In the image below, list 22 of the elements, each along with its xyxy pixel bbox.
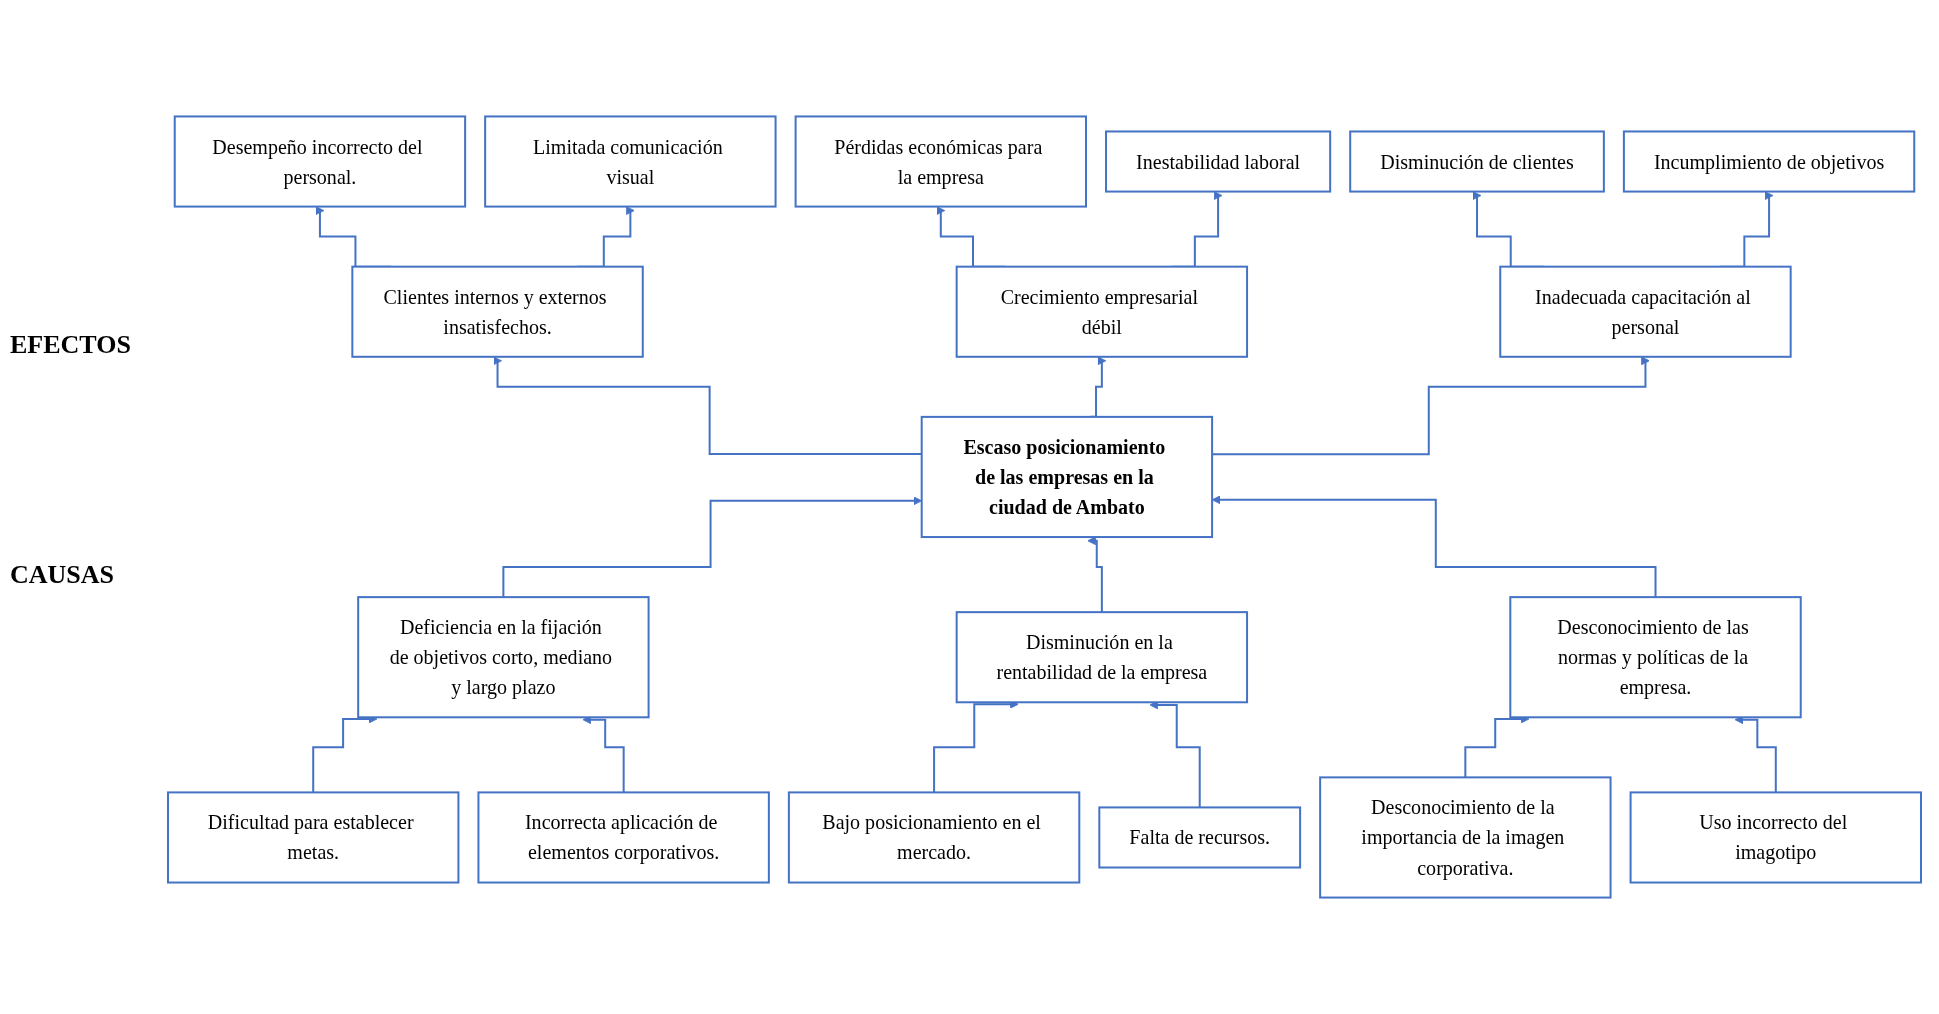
node-box: Desconocimiento de las normas y políticas de la empresa. [1509,596,1802,719]
node-box: Incorrecta aplicación de elementos corporativos. [477,791,770,884]
node-box: Pérdidas económicas para la empresa [794,115,1087,208]
node-box: Crecimiento empresarial débil [955,265,1249,358]
node-box: Incumplimiento de objetivos [1622,130,1916,193]
node-box: Disminución de clientes [1349,130,1605,193]
node-box: Bajo posicionamiento en el mercado. [787,791,1081,884]
section-heading: CAUSAS [10,560,115,590]
node-box: Deficiencia en la fijación de objetivos corto, mediano y largo plazo [357,596,650,719]
node-box: Disminución en la rentabilidad de la empresa [955,611,1249,704]
node-box: Falta de recursos. [1098,806,1302,869]
section-heading: EFECTOS [10,330,131,360]
node-box: Desempeño incorrecto del personal. [173,115,467,208]
node-box: Clientes internos y externos insatisfechos. [351,265,644,358]
node-box: Inadecuada capacitación al personal [1499,265,1792,358]
arrow [1087,536,1103,614]
node-box: Desconocimiento de la importancia de la imagen corporativa. [1319,776,1612,899]
node-box: Dificultad para establecer metas. [167,791,460,884]
node-box: Escaso posicionamiento de las empresas en la ciudad de Ambato [920,415,1214,539]
node-box: Inestabilidad laboral [1105,130,1332,193]
node-box: Limitada comunicación visual [484,115,777,208]
node-box: Uso incorrecto del imagotipo [1629,791,1922,884]
